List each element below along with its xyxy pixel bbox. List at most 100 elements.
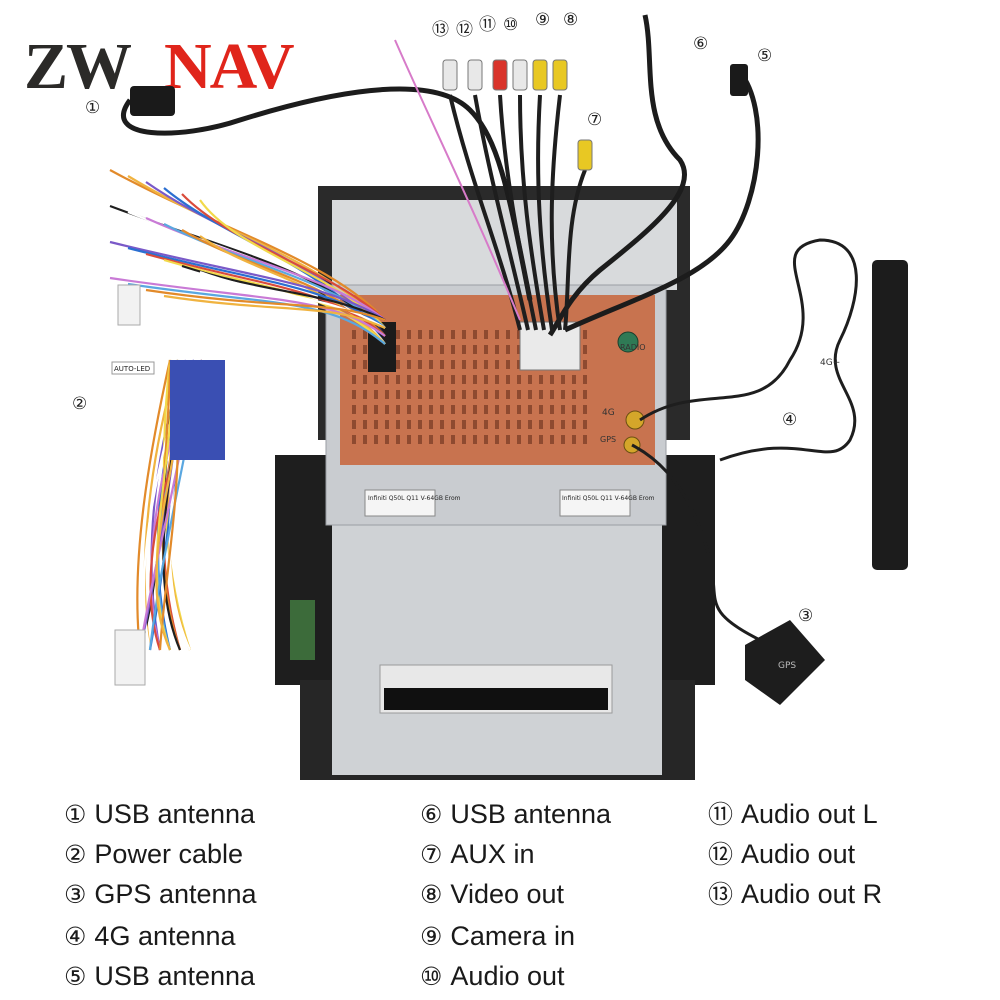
vent-slot [484,420,488,429]
vent-slot [396,390,400,399]
legend-label: Camera in [450,921,575,951]
right-side-board [660,455,715,685]
vent-slot [407,435,411,444]
vent-slot [429,420,433,429]
vent-slot [429,330,433,339]
vent-slot [385,390,389,399]
vent-slot [583,390,587,399]
white-connector-bottom [114,629,146,686]
vent-slot [418,360,422,369]
vent-slot [473,375,477,384]
vent-slot [440,435,444,444]
legend-label: Video out [450,879,565,909]
radio-port-label: RADIO [620,343,646,352]
sticker-right [559,489,631,517]
vent-slot [440,390,444,399]
vent-slot [363,435,367,444]
4g-port [625,410,645,430]
vent-slot [528,435,532,444]
harness-wire [109,169,386,651]
vent-slot [572,390,576,399]
vent-slot [495,360,499,369]
lower-panel [332,520,662,775]
legend-label: Audio out R [741,879,883,909]
callout-10: ⑩ [503,15,519,35]
vent-slot [517,420,521,429]
vent-slot [352,360,356,369]
rca-plug [442,59,458,91]
vent-slot [451,405,455,414]
vent-slot [583,345,587,354]
vent-slot [440,345,444,354]
vent-slot [407,375,411,384]
vent-slot [385,405,389,414]
vent-grid [352,330,587,444]
legend-number: ④ [64,922,87,951]
vent-slot [440,420,444,429]
vent-slot [374,375,378,384]
vent-slot [385,435,389,444]
vent-slot [484,345,488,354]
gps-puck-text: GPS [778,661,796,671]
vent-slot [396,330,400,339]
vent-slot [528,420,532,429]
logo-dark-text: ZW [24,30,131,98]
vent-slot [539,420,543,429]
4g-antenna-tag: 4G+ [820,358,840,368]
vent-slot [418,390,422,399]
vent-slot [583,435,587,444]
vent-slot [550,435,554,444]
vent-slot [517,375,521,384]
vent-slot [418,345,422,354]
gps-puck [745,620,825,705]
legend-number: ⑧ [420,880,443,909]
legend-label: 4G antenna [94,921,236,951]
4g-antenna-cable [639,238,858,462]
vent-slot [528,375,532,384]
callout-12: ⑫ [456,20,473,40]
legend-number: ⑨ [420,922,443,951]
vent-slot [418,330,422,339]
legend-label: AUX in [450,839,535,869]
vent-slot [572,435,576,444]
vent-slot [374,435,378,444]
vent-slot [517,435,521,444]
vent-slot [517,345,521,354]
legend-label: GPS antenna [94,879,257,909]
callout-6: ⑥ [693,34,709,54]
vent-slot [517,405,521,414]
legend-number: ⑬ [708,880,734,909]
vent-slot [352,390,356,399]
vent-slot [352,420,356,429]
vent-slot [462,375,466,384]
callout-11: ⑪ [479,15,496,35]
usb-cable-1 [121,86,533,301]
legend-number: ⑤ [64,962,87,991]
rca-plugs [442,59,593,171]
vent-slot [495,390,499,399]
vent-slot [561,405,565,414]
vent-slot [473,420,477,429]
vent-slot [473,360,477,369]
vent-slot [583,420,587,429]
vent-slot [352,405,356,414]
vent-slot [495,420,499,429]
legend-number: ⑪ [708,800,734,829]
sticker-left-text: Infiniti Q50L Q11 V-64GB Erom [368,495,461,502]
legend-label: Audio out [741,839,856,869]
vent-slot [352,375,356,384]
callout-8: ⑧ [563,10,579,30]
vent-slot [495,405,499,414]
rca-plug [467,59,483,91]
vent-slot [352,435,356,444]
vent-slot [572,405,576,414]
vent-slot [352,330,356,339]
